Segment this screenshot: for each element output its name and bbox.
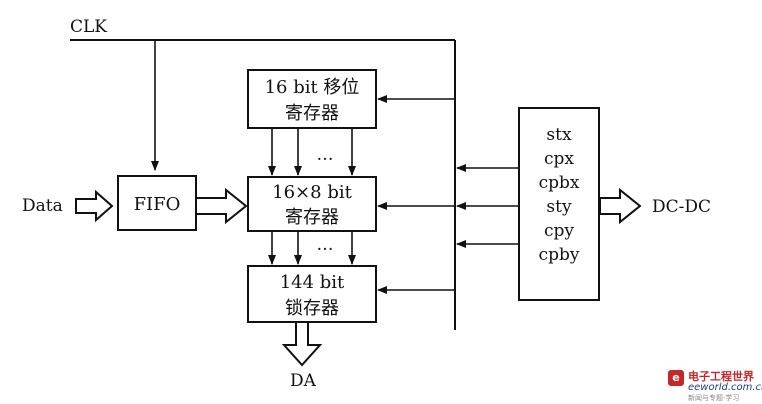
watermark-brand: 电子工程世界 bbox=[688, 370, 754, 383]
ellipsis-top: … bbox=[317, 145, 334, 165]
da-label: DA bbox=[290, 371, 317, 391]
register-16x8-block bbox=[247, 176, 377, 232]
dcdc-label: DC-DC bbox=[652, 197, 711, 217]
clk-label: CLK bbox=[70, 17, 107, 37]
fifo-to-reg-arrow bbox=[195, 187, 248, 225]
ellipsis-bottom: … bbox=[317, 235, 334, 255]
watermark: e 电子工程世界 eeworld.com.cn 新闻与专题·学习 bbox=[668, 368, 762, 402]
register-16x8-line1: 16×8 bit bbox=[272, 182, 352, 203]
control-signal-sty: sty bbox=[546, 197, 572, 217]
shift-register-line2: 寄存器 bbox=[285, 103, 339, 124]
fifo-block bbox=[117, 175, 197, 231]
watermark-slogan: 新闻与专题·学习 bbox=[688, 394, 740, 402]
latch-144-line1: 144 bit bbox=[280, 272, 345, 293]
control-signal-list: stx cpx cpbx sty cpy cpby bbox=[539, 125, 580, 265]
control-signal-cpy: cpy bbox=[544, 221, 574, 241]
latch-144-line2: 锁存器 bbox=[285, 298, 339, 319]
fifo-label: FIFO bbox=[134, 194, 181, 215]
control-signal-block bbox=[518, 107, 600, 301]
control-signal-stx: stx bbox=[546, 125, 572, 145]
latch-144-block bbox=[247, 265, 377, 323]
dcdc-output-arrow bbox=[599, 187, 642, 225]
control-signal-cpbx: cpbx bbox=[539, 173, 580, 193]
shift-register-line1: 16 bit 移位 bbox=[265, 77, 360, 98]
watermark-site: eeworld.com.cn bbox=[688, 382, 762, 393]
da-output-arrow bbox=[281, 321, 323, 367]
data-input-arrow bbox=[75, 189, 114, 223]
data-label: Data bbox=[22, 196, 63, 216]
register-16x8-line2: 寄存器 bbox=[285, 207, 339, 228]
shift-register-block bbox=[247, 69, 377, 129]
control-signal-cpby: cpby bbox=[539, 245, 580, 265]
control-signal-cpx: cpx bbox=[544, 149, 574, 169]
eeworld-logo-icon: e bbox=[668, 370, 684, 386]
